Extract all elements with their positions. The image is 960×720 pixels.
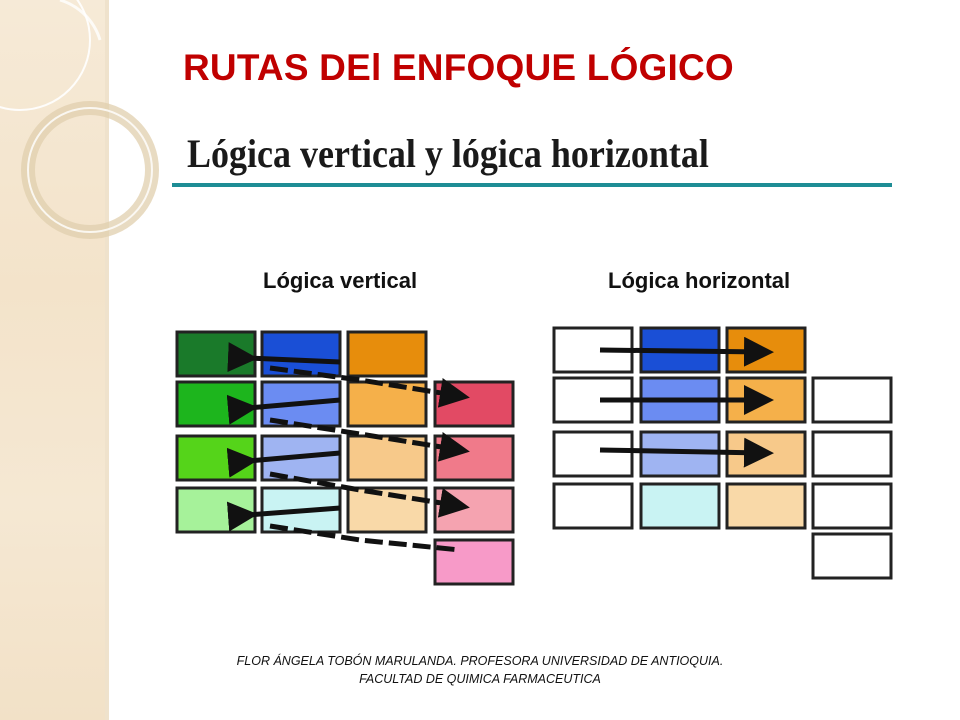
cell-v-1-3 [346,330,428,378]
vertical-logic-label: Lógica vertical [263,268,417,293]
cell-h-3-4 [811,430,893,478]
arrow-v-4 [226,501,341,532]
arrow-v-2 [226,394,341,425]
cell-v-4-1 [175,486,257,534]
footer-line-1: FLOR ÁNGELA TOBÓN MARULANDA. PROFESORA U… [236,654,724,668]
sidebar-edge [105,0,109,720]
arrow-v-3 [226,447,341,478]
arrow-v-6 [269,417,470,462]
arrow-v-1 [227,342,341,373]
cell-v-3-1 [175,434,257,482]
logic-diagram: Lógica vertical Lógica horizontal [175,268,893,586]
decorative-rings [0,0,159,239]
cell-h-4-1 [552,482,634,530]
cell-h-4-2 [639,482,721,530]
cell-h-4-3 [725,482,807,530]
cell-v-3-4 [433,434,515,482]
slide-footer: FLOR ÁNGELA TOBÓN MARULANDA. PROFESORA U… [195,652,765,688]
arrow-h-1 [599,336,774,367]
cell-v-2-4 [433,380,515,428]
cell-v-4-4 [433,486,515,534]
horizontal-logic-grid [552,326,893,580]
arrow-v-5 [269,365,470,408]
subtitle-underline [172,183,892,187]
cell-h-3-1 [552,430,634,478]
cell-h-5-4 [811,532,893,580]
vertical-logic-grid [175,330,515,586]
arrow-v-8 [269,523,461,553]
cell-v-2-1 [175,380,257,428]
arrow-v-7 [269,471,470,518]
horizontal-logic-label: Lógica horizontal [608,268,790,293]
footer-line-2: FACULTAD DE QUIMICA FARMACEUTICA [359,672,601,686]
slide-subtitle: Lógica vertical y lógica horizontal [187,131,709,176]
cell-h-4-4 [811,482,893,530]
cell-h-2-4 [811,376,893,424]
cell-v-1-1 [175,330,257,378]
cell-v-4-3 [346,486,428,534]
slide-title: RUTAS DEl ENFOQUE LÓGICO [183,47,734,88]
arrow-h-3 [599,437,774,468]
